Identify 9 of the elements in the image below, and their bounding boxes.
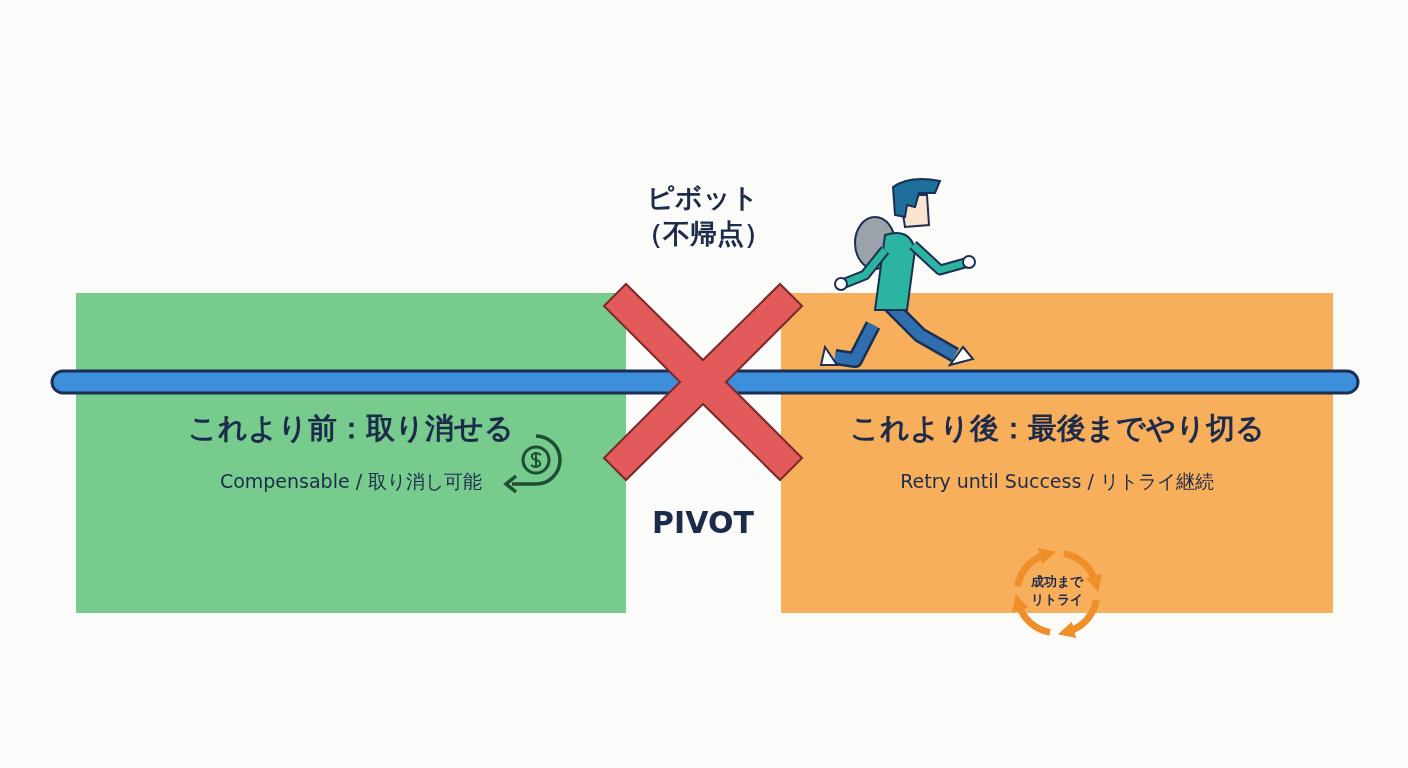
section-heading: これより前：取り消せる [187,410,515,447]
icon-label: 成功までリトライ [1030,573,1085,609]
section-subtitle: Compensable / 取り消し可能 [218,469,484,494]
pivot-label: PIVOT [651,505,755,541]
section-panel [76,293,626,613]
section-heading: これより後：最後までやり切る [848,410,1266,447]
pivot-label: ピボット（不帰点） [634,181,772,251]
timeline-bar [50,368,1360,398]
section-subtitle: Retry until Success / リトライ継続 [899,469,1215,494]
